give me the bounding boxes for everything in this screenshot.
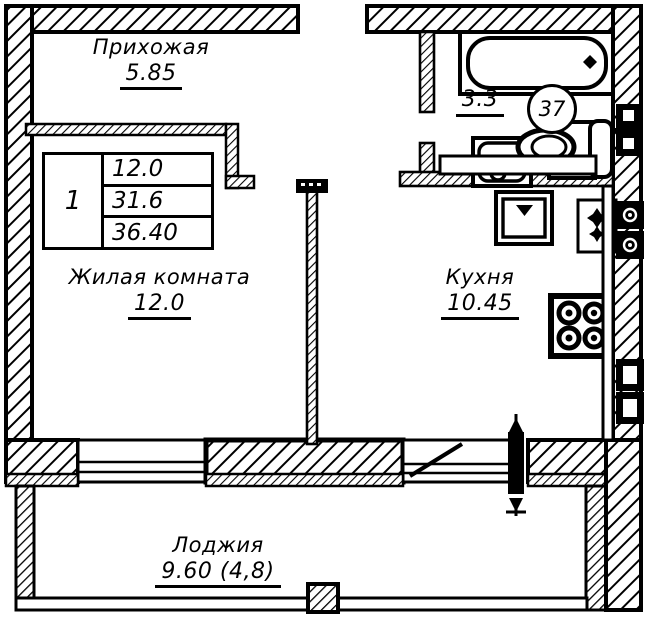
bathtub-fixture [458, 30, 615, 96]
room-label-bathroom: 3.3 [440, 86, 520, 117]
spec-row-living-area: 12.0 [104, 155, 211, 187]
room-area-kitchen: 10.45 [441, 291, 519, 321]
apartment-number-badge: 37 [527, 84, 577, 134]
room-label-kitchen: Кухня 10.45 [390, 265, 570, 321]
room-label-living-room: Жилая комната 12.0 [22, 265, 297, 321]
room-area-bathroom: 3.3 [455, 87, 505, 117]
room-label-hallway: Прихожая 5.85 [36, 35, 266, 91]
apartment-spec-table: 1 12.0 31.6 36.40 [42, 152, 214, 250]
loggia-door [506, 414, 526, 516]
loggia-walls [14, 438, 643, 614]
spec-row-usable-area: 31.6 [104, 187, 211, 219]
room-name-hallway: Прихожая [92, 35, 210, 59]
radiator-icons [616, 104, 644, 424]
kitchen-right-inner-wall [601, 184, 615, 442]
bottom-main-wall [4, 437, 615, 488]
spec-row-total-area: 36.40 [112, 219, 178, 246]
washing-machine-fixture [494, 190, 554, 246]
room-name-living-room: Жилая комната [68, 265, 251, 289]
room-area-hallway: 5.85 [119, 61, 183, 91]
interior-partition-center [296, 179, 328, 446]
spec-values-column: 12.0 31.6 36.40 [104, 155, 211, 247]
room-name-loggia: Лоджия [172, 533, 264, 557]
spec-apartment-number: 1 [45, 155, 104, 247]
toilet-fixture [438, 119, 614, 180]
gas-stove-fixture [548, 293, 614, 359]
room-area-loggia: 9.60 (4,8) [155, 559, 281, 589]
interior-partition-hallway [24, 122, 256, 190]
room-label-loggia: Лоджия 9.60 (4,8) [108, 533, 328, 589]
room-name-kitchen: Кухня [445, 265, 515, 289]
apartment-number-badge-text: 37 [538, 97, 566, 121]
room-area-living-room: 12.0 [128, 291, 191, 321]
